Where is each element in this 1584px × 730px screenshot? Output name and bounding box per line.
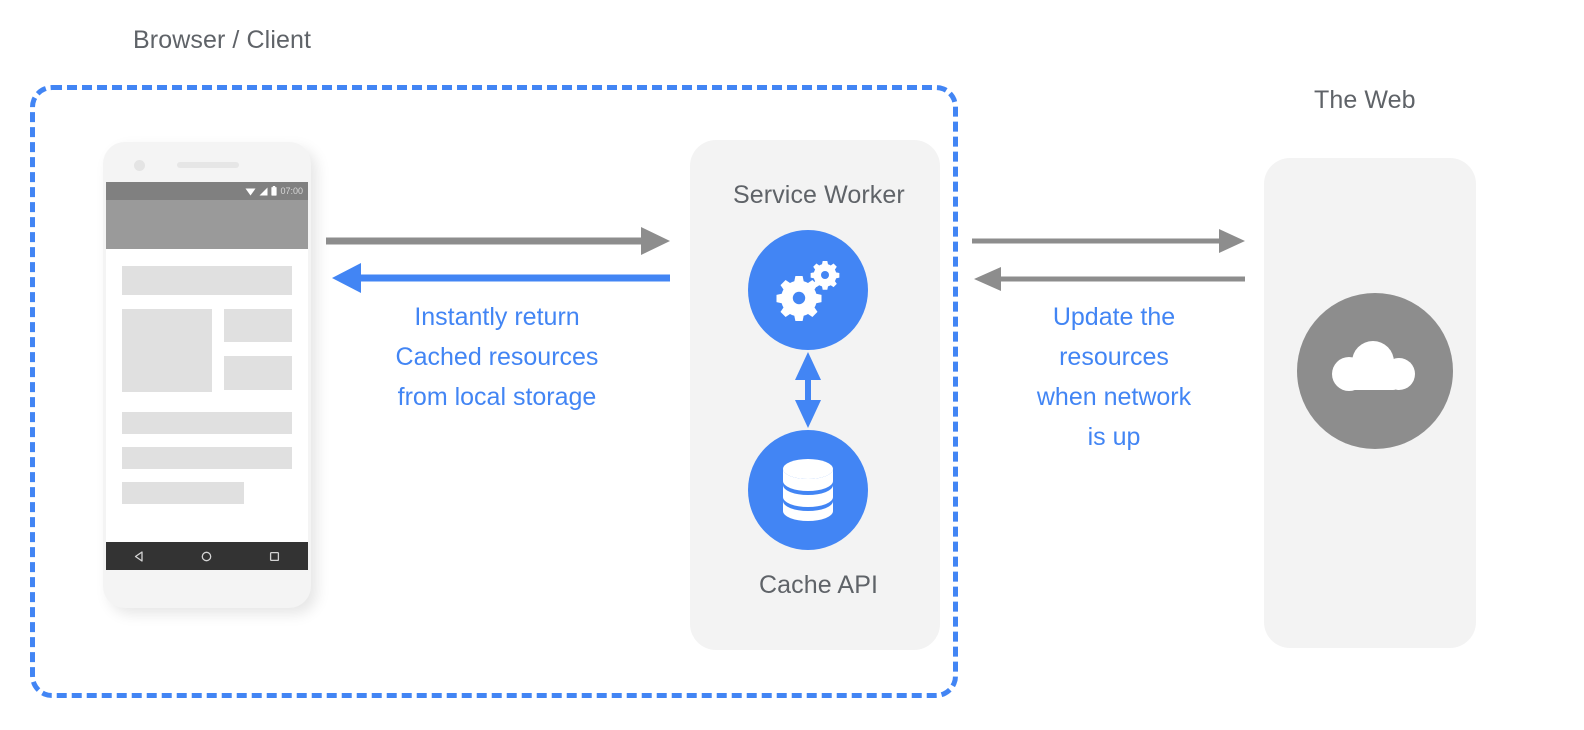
gears-icon [776, 261, 840, 321]
phone-navigation-bar [106, 542, 308, 570]
content-placeholder-3 [224, 309, 292, 342]
phone-camera-icon [134, 160, 145, 171]
content-placeholder-7 [122, 482, 245, 504]
cache-api-title: Cache API [759, 571, 879, 599]
content-placeholder-6 [122, 447, 292, 469]
phone-screen: 07:00 [106, 182, 308, 567]
back-icon[interactable] [133, 550, 146, 563]
right-annotation: Update the resources when network is up [1000, 297, 1228, 457]
service-worker-title: Service Worker [733, 181, 905, 209]
left-annotation: Instantly return Cached resources from l… [372, 297, 622, 417]
signal-icon [259, 187, 268, 195]
content-row [122, 309, 292, 392]
home-icon[interactable] [200, 550, 213, 563]
service-worker-card [690, 140, 940, 650]
cache-api-icon-badge [748, 430, 868, 550]
recents-icon[interactable] [268, 550, 281, 563]
phone-status-bar: 07:00 [106, 182, 308, 200]
right-annotation-line-3: when network [1036, 383, 1192, 411]
content-placeholder-5 [122, 412, 292, 434]
wifi-icon [245, 188, 256, 195]
phone-mockup: 07:00 [103, 142, 311, 608]
right-annotation-line-4: is up [1087, 423, 1141, 451]
left-annotation-line-1: Instantly return [414, 303, 580, 331]
phone-speaker-grille [177, 162, 239, 168]
content-column [224, 309, 292, 392]
status-bar-time: 07:00 [280, 185, 303, 196]
content-placeholder-1 [122, 266, 292, 295]
arrow-service-worker-to-web [972, 229, 1245, 253]
arrow-web-to-service-worker [974, 267, 1245, 291]
battery-icon [271, 186, 278, 196]
service-worker-icon-badge [748, 230, 868, 350]
phone-content-area [106, 249, 308, 504]
content-placeholder-4 [224, 356, 292, 390]
client-boundary [30, 85, 958, 698]
right-annotation-line-1: Update the [1052, 303, 1176, 331]
browser-client-title: Browser / Client [133, 26, 312, 54]
web-icon-badge [1297, 293, 1453, 449]
cloud-icon [1332, 341, 1415, 391]
the-web-title: The Web [1314, 86, 1416, 114]
phone-app-bar [106, 200, 308, 249]
right-annotation-line-2: resources [1059, 343, 1169, 371]
database-icon [783, 459, 833, 521]
content-placeholder-2 [122, 309, 212, 392]
left-annotation-line-2: Cached resources [395, 343, 599, 371]
left-annotation-line-3: from local storage [397, 383, 597, 411]
